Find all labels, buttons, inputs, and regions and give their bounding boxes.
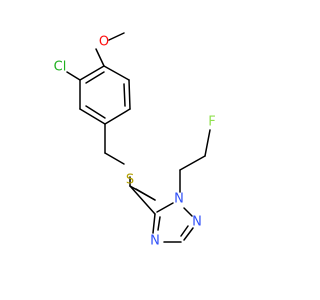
bond-triazole-n2-c3 (183, 227, 194, 241)
bond-benzyl-sulfur (104, 152, 125, 165)
bond-ring-c4-c5 (79, 108, 106, 125)
bond-triazole-n2-c3-inner (180, 225, 189, 237)
triazole-n1-label: N (174, 192, 184, 207)
chlorine-atom-label: Cl (54, 60, 67, 75)
bond-ring-c2-c3 (128, 79, 131, 110)
bond-oxygen-ring (95, 48, 105, 67)
bond-triazole-n1-n2 (183, 207, 193, 217)
bond-ring-c4-c5-inner (85, 105, 106, 119)
bond-triazole-n4-c5 (152, 213, 156, 234)
bond-ethyl-c1-c2 (179, 155, 206, 171)
oxygen-atom-label: O (99, 35, 109, 50)
bond-triazole-c5-n1 (156, 202, 174, 213)
sulfur-atom-label: S (126, 173, 134, 188)
fluorine-atom-label: F (208, 115, 215, 130)
bond-methyl-oxygen (108, 32, 125, 41)
bond-methylene-triazole (129, 185, 156, 215)
triazole-n2-label: N (192, 215, 202, 230)
bond-ethyl-c2-fluorine (204, 129, 211, 157)
triazole-n4-label: N (150, 234, 160, 249)
bond-triazole-n4-c5-inner (157, 216, 161, 231)
bond-ring-chlorine (66, 71, 81, 81)
bond-methylene-sulfur (129, 185, 156, 201)
molecule-structure: O Cl S F N N N (54, 32, 216, 249)
bond-ring-c3-c4 (104, 108, 131, 125)
bond-ring-c6-c1-inner (85, 71, 105, 84)
bond-ring-c1-c2 (103, 65, 130, 81)
bond-ring-c2-c3-inner (123, 83, 126, 107)
bond-ring-c6-c1 (79, 65, 105, 81)
